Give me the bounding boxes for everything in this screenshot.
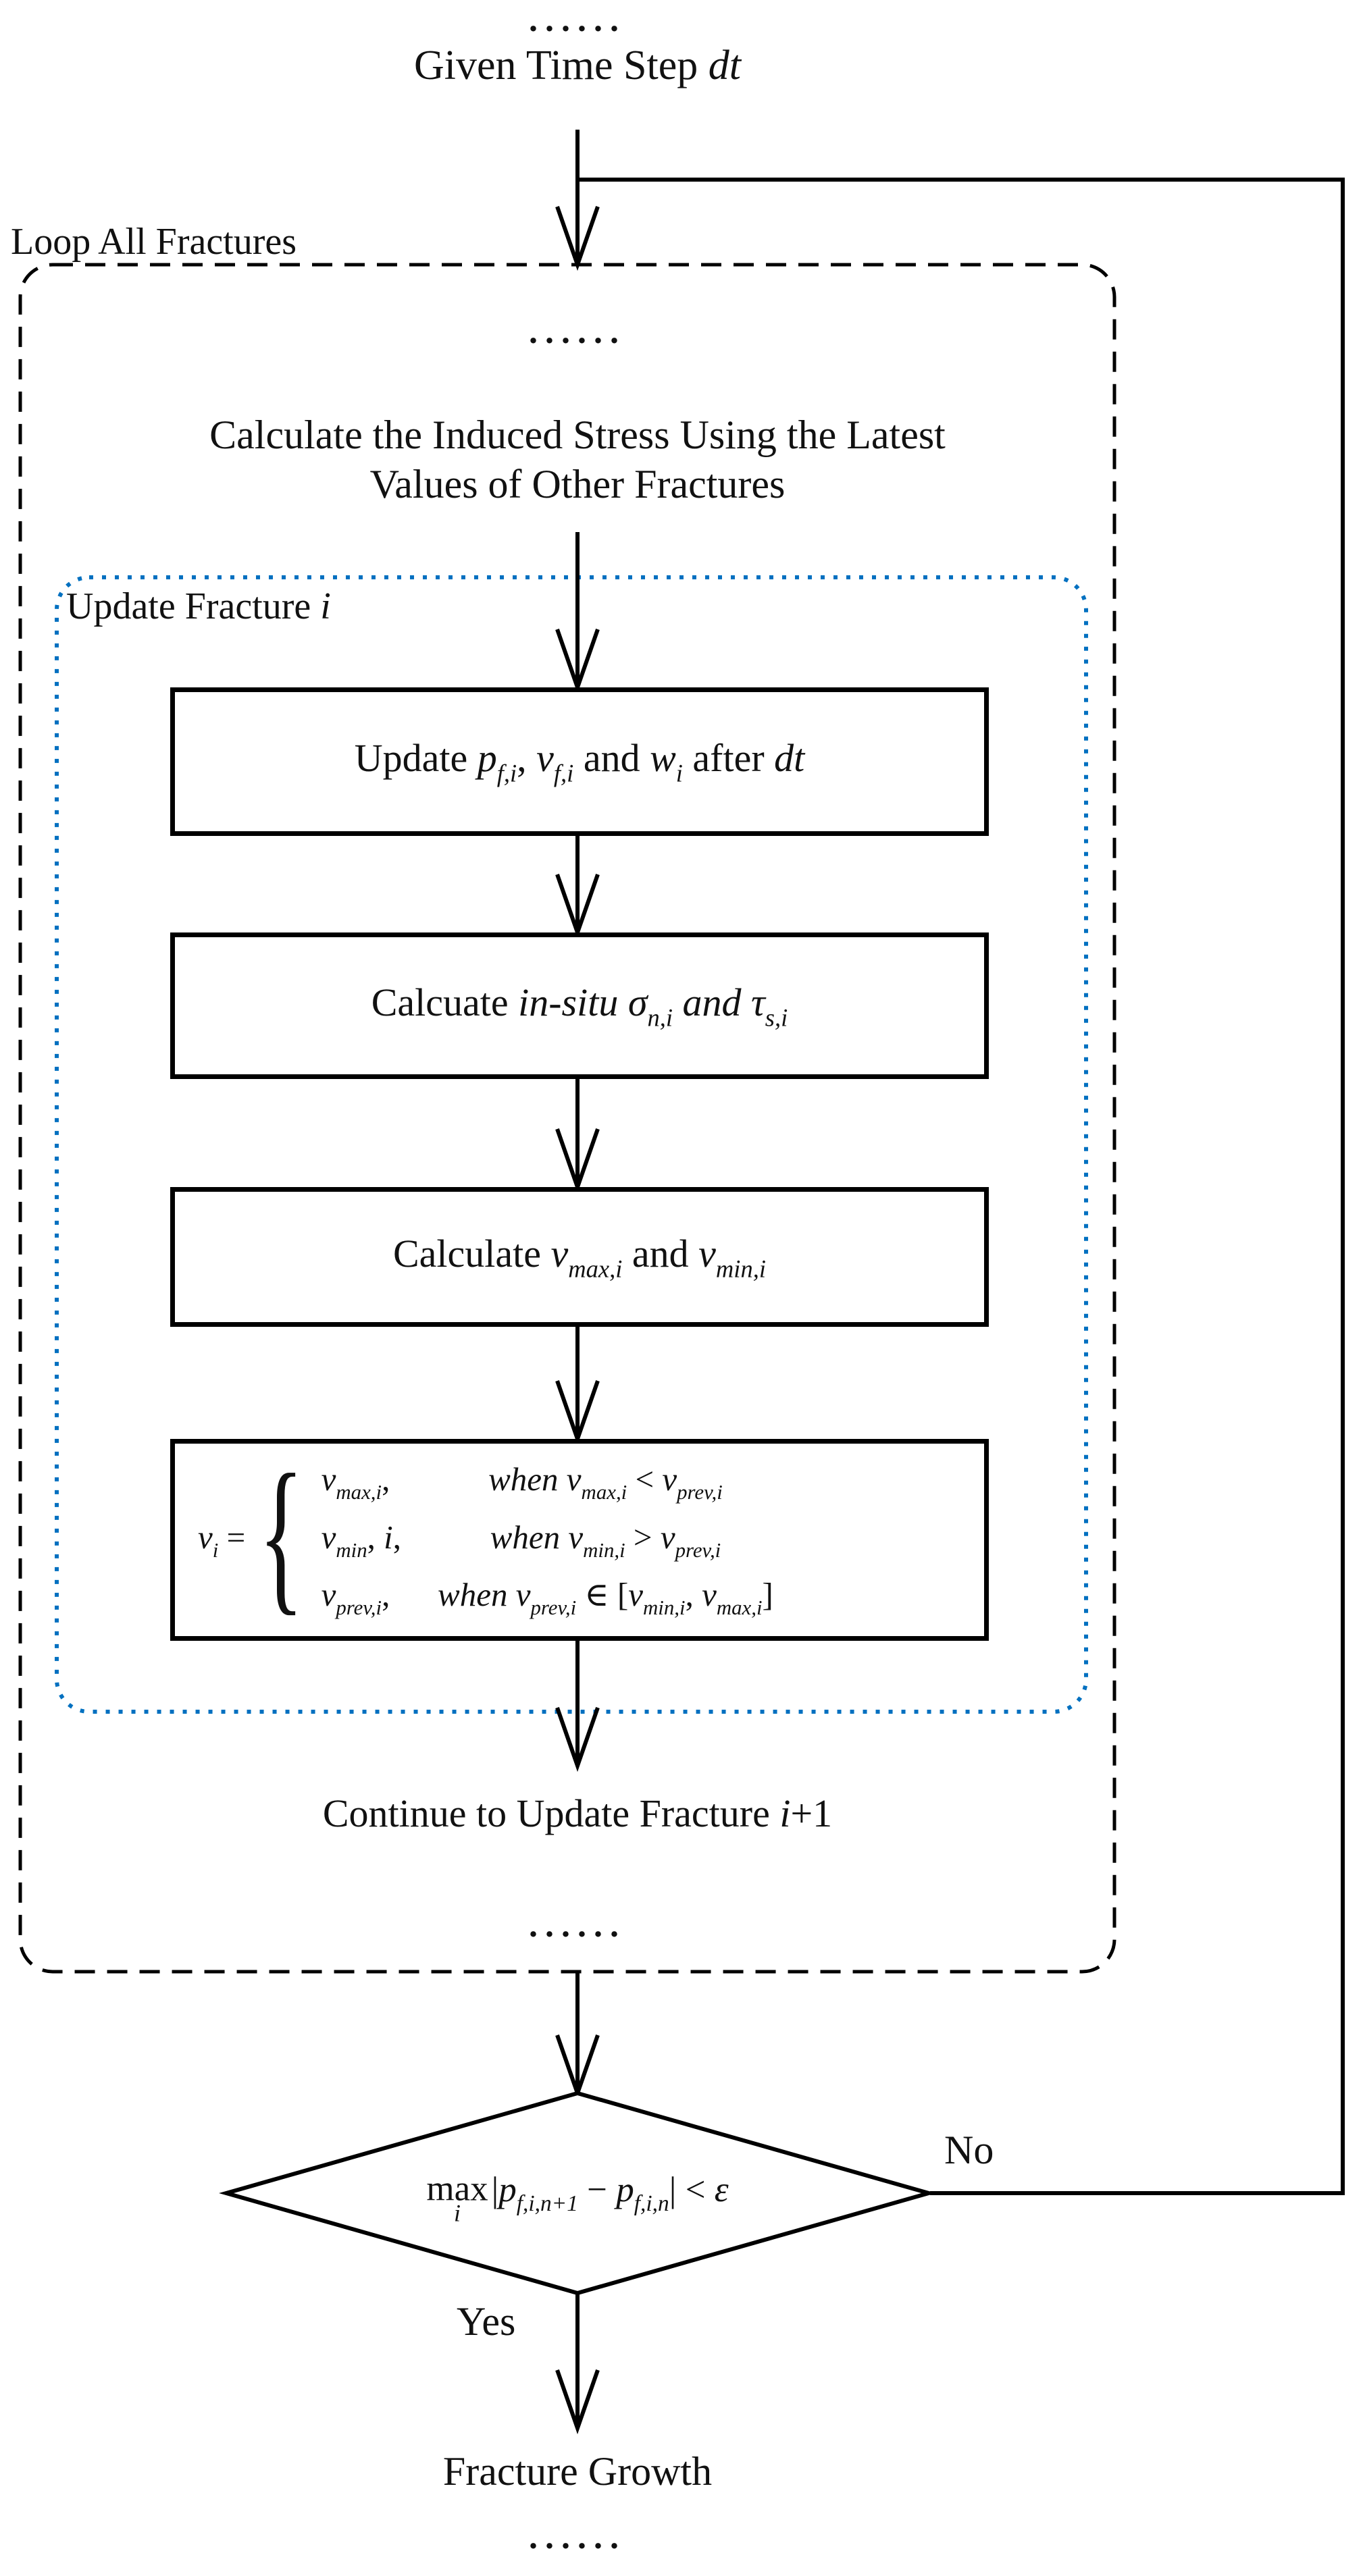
process-box-vmax-vmin: Calculate vmax,i and vmin,i xyxy=(170,1187,989,1327)
case1-value: vmax,i, xyxy=(321,1460,390,1504)
no-branch-label: No xyxy=(944,2128,994,2172)
case2-value: vmin, i, xyxy=(321,1518,402,1562)
loop-all-fractures-boundary xyxy=(18,263,1116,1974)
process-box-update-pvw: Update pf,i, vf,i and wi after dt xyxy=(170,687,989,836)
loop-all-fractures-label: Loop All Fractures xyxy=(11,221,297,263)
ellipsis-loop-bottom: ...... xyxy=(529,1906,626,1945)
max-subscript: i xyxy=(453,2199,461,2227)
ellipsis-top: ...... xyxy=(529,1,626,39)
process-box-insitu-stress-text: Calcuate in-situ σn,i and τs,i xyxy=(371,980,788,1032)
max-label: max xyxy=(426,2168,488,2208)
process-box-velocity-equation: vi = { vmax,i, when vmax,i < vprev,i vmi… xyxy=(170,1439,989,1641)
arrowhead-into-continue-icon xyxy=(555,1707,600,1772)
arrowhead-into-growth-icon xyxy=(555,2369,600,2435)
ellipsis-bottom: ...... xyxy=(529,2518,626,2556)
continue-update-label: Continue to Update Fracture i+1 xyxy=(322,1791,833,1835)
decision-expression: max i |pf,i,n+1 − pf,i,n| < ε xyxy=(284,2132,871,2254)
case1-condition: when vmax,i < vprev,i xyxy=(488,1460,723,1504)
induced-stress-step: Calculate the Induced Stress Using the L… xyxy=(105,411,1050,509)
velocity-equation: vi = { vmax,i, when vmax,i < vprev,i vmi… xyxy=(198,1440,773,1631)
ellipsis-loop-top: ...... xyxy=(529,313,626,351)
velocity-equation-lhs: vi = xyxy=(198,1518,246,1562)
update-fracture-boundary xyxy=(55,575,1088,1714)
velocity-equation-cases: vmax,i, when vmax,i < vprev,i vmin, i, w… xyxy=(322,1460,773,1621)
no-feedback-line xyxy=(577,178,1345,2195)
decision-inequality: |pf,i,n+1 − pf,i,n| < ε xyxy=(491,2170,729,2216)
induced-stress-line2: Values of Other Fractures xyxy=(369,462,786,507)
induced-stress-line1: Calculate the Induced Stress Using the L… xyxy=(209,413,946,457)
case3-condition: when vprev,i ∈ [vmin,i, vmax,i] xyxy=(438,1576,773,1620)
max-operator: max i xyxy=(426,2168,488,2227)
yes-branch-label: Yes xyxy=(457,2299,516,2344)
update-fracture-label: Update Fracture i xyxy=(66,585,331,627)
process-box-update-pvw-text: Update pf,i, vf,i and wi after dt xyxy=(354,736,805,787)
case2-condition: when vmin,i > vprev,i xyxy=(490,1518,721,1562)
process-box-insitu-stress: Calcuate in-situ σn,i and τs,i xyxy=(170,932,989,1079)
process-box-vmax-vmin-text: Calculate vmax,i and vmin,i xyxy=(392,1231,766,1283)
case3-value: vprev,i, xyxy=(321,1576,390,1620)
given-time-step-title: Given Time Step dt xyxy=(413,43,742,88)
fracture-growth-title: Fracture Growth xyxy=(442,2449,713,2494)
